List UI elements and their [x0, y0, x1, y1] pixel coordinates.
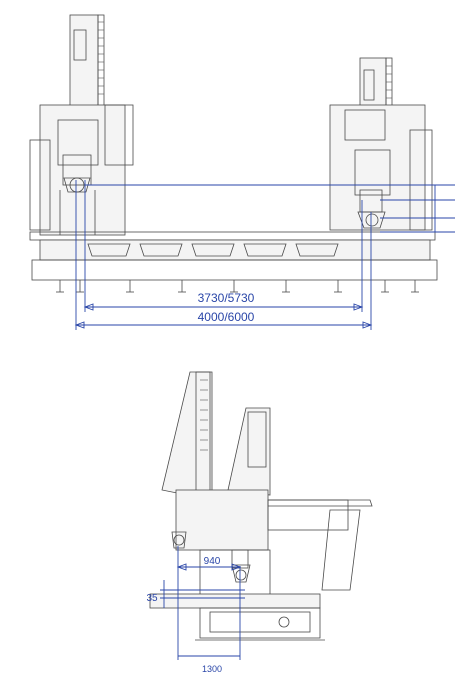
left-column	[29, 14, 134, 236]
right-column	[329, 57, 433, 231]
dim-label-4000-6000: 4000/6000	[198, 310, 255, 324]
dim-label-3730-5730: 3730/5730	[198, 291, 255, 305]
front-view: 3730/5730 4000/6000	[29, 14, 455, 330]
dim-label-35: 35	[146, 593, 158, 604]
front-dimension-lines	[74, 180, 455, 330]
side-dimension-lines	[160, 546, 245, 660]
machine-bed	[29, 231, 438, 293]
dim-label-940: 940	[204, 556, 221, 567]
side-view: 940 35 1300	[146, 371, 373, 674]
dim-label-1300: 1300	[202, 664, 222, 674]
